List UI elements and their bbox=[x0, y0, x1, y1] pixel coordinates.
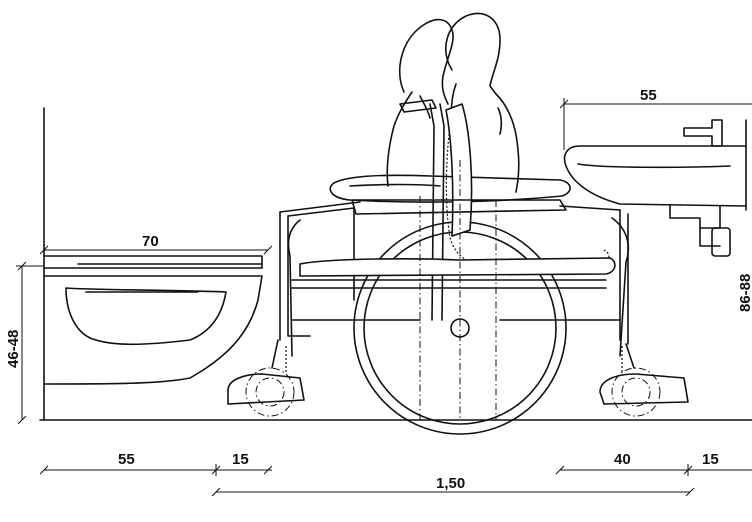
dim-toilet-depth bbox=[39, 245, 273, 255]
dim-basin-depth bbox=[559, 98, 752, 150]
dim-total-width bbox=[211, 487, 695, 497]
label-basin-height: 86-88 bbox=[737, 274, 752, 312]
washbasin-icon bbox=[563, 119, 747, 257]
label-total-width: 1,50 bbox=[436, 475, 465, 492]
toilet-icon bbox=[43, 255, 263, 385]
wheelchair-icon bbox=[227, 99, 689, 435]
label-left-clear: 55 bbox=[118, 451, 135, 468]
dim-toilet-height bbox=[16, 261, 44, 425]
dim-bottom-right bbox=[555, 464, 752, 476]
label-basin-depth: 55 bbox=[640, 87, 657, 104]
label-toilet-height: 46-48 bbox=[5, 330, 22, 368]
dim-bottom-left bbox=[39, 464, 273, 476]
label-right-clear: 40 bbox=[614, 451, 631, 468]
label-left-gap: 15 bbox=[232, 451, 249, 468]
label-toilet-depth: 70 bbox=[142, 233, 159, 250]
label-right-gap: 15 bbox=[702, 451, 719, 468]
faucet-icon bbox=[683, 119, 723, 147]
